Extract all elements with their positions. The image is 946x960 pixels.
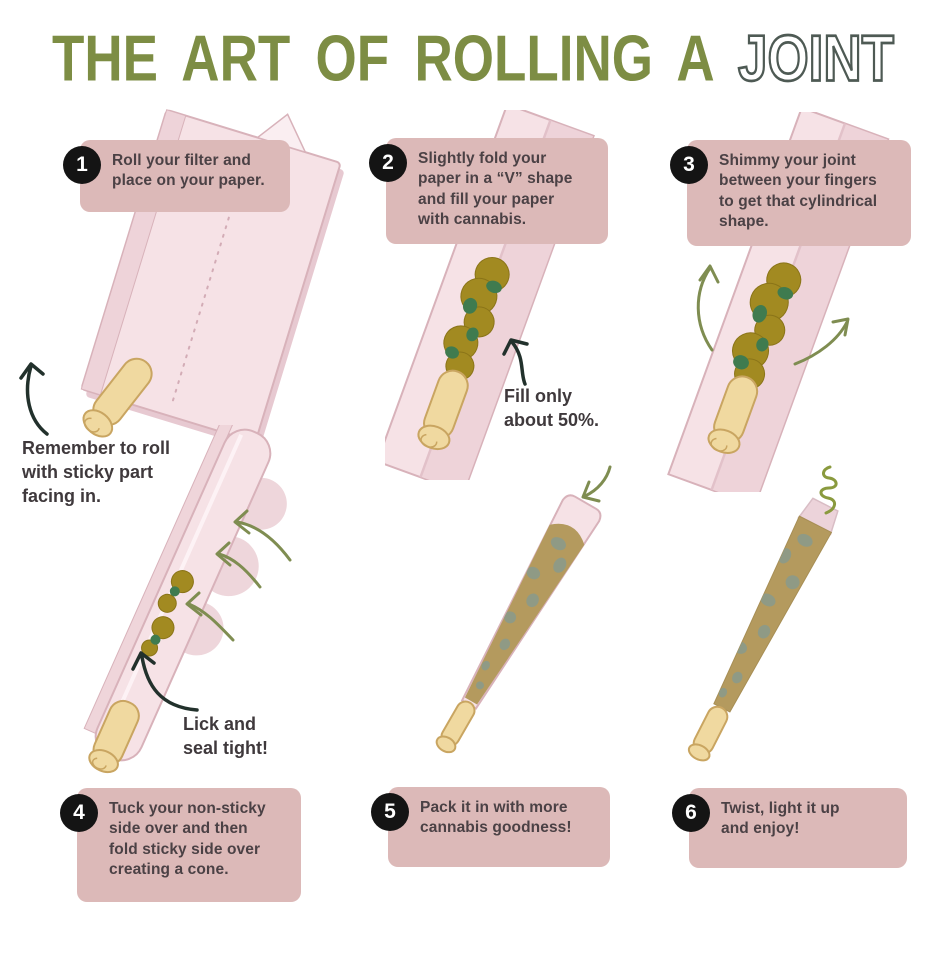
step-3-number-badge: 3: [670, 146, 708, 184]
step-4-box: 4 Tuck your non-sticky side over and the…: [60, 788, 301, 902]
filter-tip: [687, 705, 729, 762]
filter-tip: [88, 699, 140, 774]
step-5-box: 5 Pack it in with more cannabis goodness…: [371, 787, 610, 867]
curved-arrow-lick-icon: [131, 651, 199, 712]
pack-arrow-down-icon: [581, 465, 612, 503]
step-5-text: Pack it in with more cannabis goodness!: [420, 799, 572, 837]
tuck-arrow-top-icon: [233, 509, 292, 562]
illustration-finished-joint: [687, 465, 839, 762]
illustration-packing-cone: [435, 465, 612, 754]
twist-squiggle-icon: [819, 465, 838, 515]
step-3-box: 3 Shimmy your joint between your fingers…: [670, 140, 911, 246]
page-title: THE ART OF ROLLING A JOINT: [0, 22, 946, 97]
title-main: THE ART OF ROLLING A: [51, 23, 713, 96]
tuck-arrow-bottom-icon: [185, 591, 235, 642]
joint-body: [713, 515, 833, 713]
step-2-box: 2 Slightly fold your paper in a “V” shap…: [369, 138, 608, 244]
step-2-text: Slightly fold your paper in a “V” shape …: [418, 150, 573, 229]
step-4-number-badge: 4: [60, 794, 98, 832]
step-5-number-badge: 5: [371, 793, 409, 831]
cannabis-peeking: [141, 570, 194, 657]
note-fill-amount: Fill only about 50%.: [504, 386, 600, 431]
step-1-text: Roll your filter and place on your paper…: [112, 152, 265, 190]
cannabis-fill: [464, 523, 585, 705]
filter-tip: [82, 357, 153, 438]
step-6-number-badge: 6: [672, 794, 710, 832]
cannabis-green-bits: [445, 280, 502, 383]
step-6-text: Twist, light it up and enjoy!: [721, 800, 840, 838]
filter-tip: [435, 700, 476, 754]
title-outline-word: JOINT: [737, 22, 895, 97]
step-2-number-badge: 2: [369, 144, 407, 182]
note-sticky-side: Remember to roll with sticky part facing…: [22, 438, 171, 507]
curved-arrow-fill-icon: [502, 338, 529, 386]
note-lick-seal: Lick and seal tight!: [183, 714, 269, 759]
curved-arrow-sticky-icon: [19, 362, 49, 436]
shimmy-arrow-left-icon: [696, 264, 720, 352]
shimmy-arrow-right-icon: [793, 317, 850, 366]
cannabis-spots: [476, 537, 567, 690]
step-1-number-badge: 1: [63, 146, 101, 184]
step-4-text: Tuck your non-sticky side over and then …: [109, 800, 266, 879]
illustration-tuck-and-roll: [83, 425, 292, 774]
filter-tip: [417, 369, 469, 451]
step-6-box: 6 Twist, light it up and enjoy!: [672, 788, 907, 868]
step-1-box: 1 Roll your filter and place on your pap…: [63, 140, 290, 212]
step-3-text: Shimmy your joint between your fingers t…: [719, 152, 878, 231]
filter-tip: [707, 375, 759, 454]
tuck-arrow-middle-icon: [215, 541, 262, 589]
